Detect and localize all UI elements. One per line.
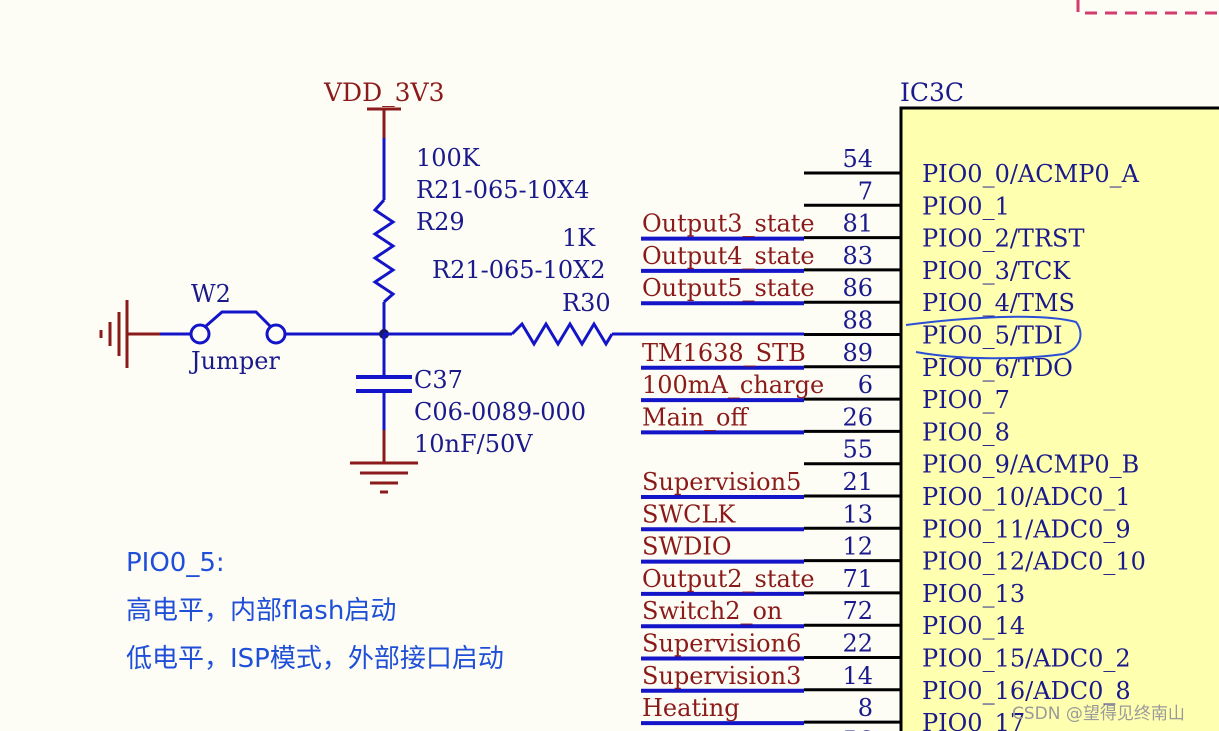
- ic-pin-number: 88: [842, 307, 873, 335]
- net-label: SWDIO: [642, 533, 732, 561]
- jumper-ground-symbol: [99, 300, 160, 368]
- ic-pin-name: PIO0_3/TCK: [922, 257, 1071, 285]
- ic-pin-number: 83: [842, 242, 873, 270]
- ic-pin-name: PIO0_16/ADC0_8: [922, 677, 1131, 705]
- ic-body: [899, 106, 1219, 731]
- ic-pin-name: PIO0_5/TDI: [922, 322, 1063, 350]
- tdi-highlight-mark: [905, 315, 1082, 360]
- net-label: Main_off: [642, 403, 749, 431]
- ic-pin-number: 22: [842, 630, 873, 658]
- ic-pin-name: PIO0_8: [922, 418, 1010, 446]
- jumper-w2-symbol: [160, 310, 384, 345]
- net-label: Output3_state: [642, 210, 815, 238]
- net-label: Output5_state: [642, 274, 815, 302]
- r30-ref: R30: [562, 289, 611, 317]
- ic-pin-name: PIO0_4/TMS: [922, 289, 1075, 317]
- ic-pin-number: 54: [842, 145, 873, 173]
- ic-pin-name: PIO0_11/ADC0_9: [922, 515, 1131, 543]
- ic-pin-number: 14: [842, 662, 873, 690]
- ic-pin-name: PIO0_17: [922, 709, 1025, 731]
- r29-part: R21-065-10X4: [416, 176, 590, 204]
- net-label: Supervision6: [642, 630, 801, 658]
- net-label: Supervision3: [642, 662, 801, 690]
- net-label: Output4_state: [642, 242, 815, 270]
- ic-pin-number: 56: [842, 726, 873, 731]
- jumper-name: Jumper: [188, 347, 280, 375]
- jumper-ref: W2: [191, 280, 231, 308]
- r30-value: 1K: [562, 224, 596, 252]
- r29-value: 100K: [416, 144, 481, 172]
- net-label: Output2_state: [642, 565, 815, 593]
- power-label: VDD_3V3: [323, 78, 445, 107]
- net-label: Switch2_on: [642, 597, 782, 625]
- ic-pin-number: 21: [842, 468, 873, 496]
- note-line-high: 高电平，内部flash启动: [126, 596, 396, 626]
- net-label: SWCLK: [642, 500, 736, 528]
- cap-ground-symbol: [350, 430, 418, 494]
- note-title: PIO0_5:: [126, 548, 225, 578]
- c37-ref: C37: [414, 366, 463, 394]
- ic-pin-number: 8: [858, 694, 873, 722]
- ic-ref: IC3C: [900, 78, 964, 107]
- ic-pin-number: 86: [842, 274, 873, 302]
- ic-pin-name: PIO0_14: [922, 612, 1025, 640]
- ic-pin-name: PIO0_12/ADC0_10: [922, 548, 1146, 576]
- dashed-region-corner: [1076, 0, 1219, 15]
- ic-pin-number: 26: [842, 403, 873, 431]
- ic-pin-number: 71: [842, 565, 873, 593]
- ic-pin-name: PIO0_1: [922, 192, 1010, 220]
- ic-pin-number: 6: [858, 371, 873, 399]
- ic-pin-name: PIO0_2/TRST: [922, 225, 1084, 253]
- ic-pin-name: PIO0_13: [922, 580, 1025, 608]
- c37-part: C06-0089-000: [414, 398, 586, 426]
- ic-pin-name: PIO0_7: [922, 386, 1010, 414]
- r30-part: R21-065-10X2: [432, 256, 606, 284]
- ic-pin-number: 12: [842, 533, 873, 561]
- ic-pin-name: PIO0_9/ACMP0_B: [922, 451, 1139, 479]
- net-label: TM1638_STB: [642, 339, 806, 367]
- r30-resistor-symbol: [510, 321, 614, 347]
- r29-resistor-symbol: [372, 198, 396, 304]
- ic-pin-number: 13: [842, 500, 873, 528]
- net-label: Supervision5: [642, 468, 801, 496]
- net-label: Heating: [642, 694, 740, 722]
- ic-pin-name: PIO0_15/ADC0_2: [922, 645, 1131, 673]
- c37-value: 10nF/50V: [414, 430, 533, 458]
- ic-pin-number: 72: [842, 597, 873, 625]
- ic-pin-number: 7: [858, 177, 873, 205]
- net-label: 100mA_charge: [642, 371, 824, 399]
- watermark: CSDN @望得见终南山: [1012, 704, 1185, 724]
- r29-ref: R29: [416, 208, 465, 236]
- ic-pin-name: PIO0_0/ACMP0_A: [922, 160, 1140, 188]
- ic-pin-number: 89: [842, 339, 873, 367]
- ic-pin-number: 81: [842, 210, 873, 238]
- ic-pin-number: 55: [842, 436, 873, 464]
- ic-pin-name: PIO0_10/ADC0_1: [922, 483, 1131, 511]
- note-line-low: 低电平，ISP模式，外部接口启动: [126, 644, 504, 674]
